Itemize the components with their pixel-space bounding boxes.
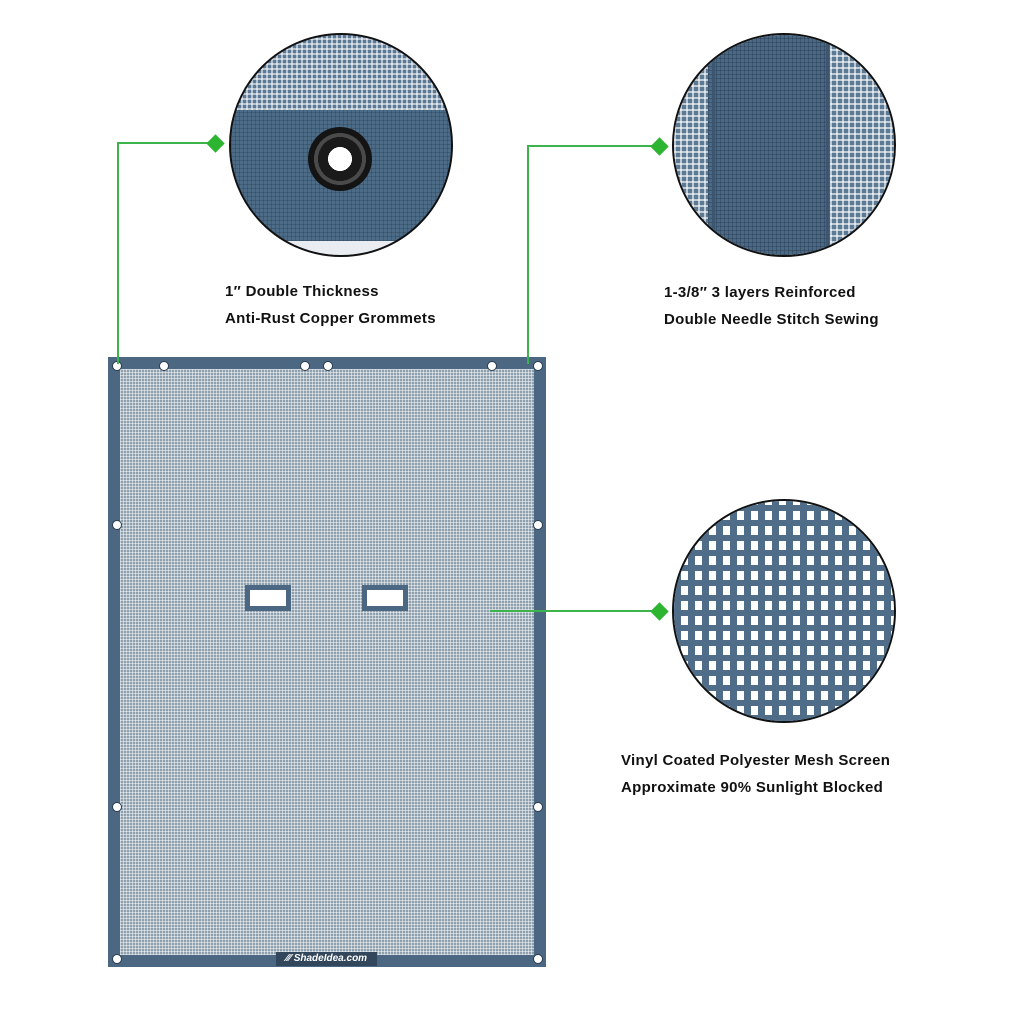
grommet-icon: [533, 954, 543, 964]
leader-line: [490, 610, 661, 612]
grommets-caption-line2: Anti-Rust Copper Grommets: [225, 310, 436, 327]
mesh-detail-image: [672, 499, 896, 723]
leader-line: [527, 145, 661, 147]
leader-marker-icon: [650, 602, 669, 621]
grommet-icon: [533, 802, 543, 812]
stitch-detail-image: [672, 33, 896, 257]
mesh-field: [120, 369, 534, 955]
grommet-icon: [159, 361, 169, 371]
grommet-icon: [112, 520, 122, 530]
grommets-caption: 1″ Double Thickness Anti-Rust Copper Gro…: [225, 278, 436, 332]
grommet-detail-image: [229, 33, 453, 257]
grommet-icon: [533, 361, 543, 371]
mesh-texture: [231, 35, 451, 110]
stitch-caption: 1-3/8″ 3 layers Reinforced Double Needle…: [664, 279, 879, 333]
leader-line: [117, 142, 119, 364]
leader-marker-icon: [206, 134, 225, 153]
stitch-seam: [826, 35, 829, 255]
window-cutout: [245, 585, 291, 611]
grommets-caption-line1: 1″ Double Thickness: [225, 283, 379, 300]
leader-marker-icon: [650, 137, 669, 156]
shade-screen-panel: [108, 357, 546, 967]
grommet-icon: [300, 361, 310, 371]
stitch-caption-line2: Double Needle Stitch Sewing: [664, 311, 879, 328]
window-cutout: [362, 585, 408, 611]
grommet-closeup: [308, 127, 372, 191]
mesh-caption: Vinyl Coated Polyester Mesh Screen Appro…: [621, 747, 890, 801]
grommet-icon: [112, 802, 122, 812]
mesh-weave: [674, 501, 894, 721]
grommet-icon: [112, 954, 122, 964]
stitch-caption-line1: 1-3/8″ 3 layers Reinforced: [664, 284, 856, 301]
grommet-icon: [487, 361, 497, 371]
mesh-caption-line2: Approximate 90% Sunlight Blocked: [621, 779, 884, 796]
grommet-icon: [533, 520, 543, 530]
leader-line: [527, 145, 529, 364]
hem-edge: [231, 241, 451, 255]
grommet-icon: [323, 361, 333, 371]
leader-line: [117, 142, 217, 144]
brand-watermark: ⁄⁄⁄ ShadeIdea.com: [276, 952, 377, 966]
mesh-caption-line1: Vinyl Coated Polyester Mesh Screen: [621, 752, 891, 769]
reinforced-strip: [708, 35, 830, 255]
stitch-seam: [712, 35, 715, 255]
